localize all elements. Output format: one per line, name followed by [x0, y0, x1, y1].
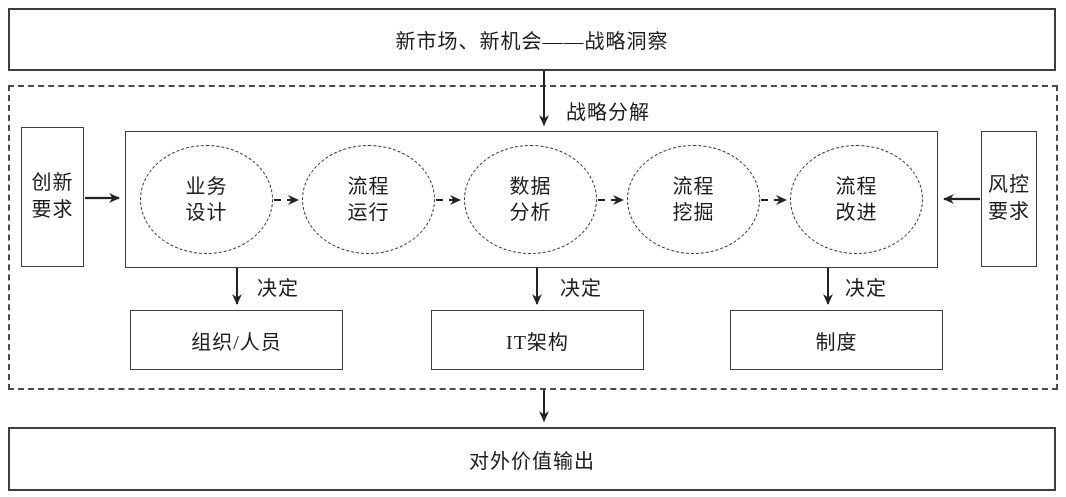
ellipse-label-line: 挖掘	[672, 201, 715, 224]
ellipse-process-improvement: 流程 改进	[790, 145, 923, 254]
outcome-label: IT架构	[506, 331, 569, 354]
risk-label-line: 风控	[988, 174, 1030, 196]
decide-label-2: 决定	[560, 278, 602, 300]
innovation-label-line: 创新	[31, 172, 74, 194]
decide-label-1: 决定	[257, 278, 299, 300]
ellipse-process-mining: 流程 挖掘	[627, 145, 760, 254]
strategy-dashed-container	[8, 85, 1058, 390]
ellipse-process-operation: 流程 运行	[302, 145, 435, 254]
top-banner-box: 新市场、新机会——战略洞察	[8, 8, 1056, 71]
outcome-box-institution: 制度	[730, 310, 943, 370]
outcome-box-organization: 组织/人员	[130, 310, 343, 370]
ellipse-label-line: 流程	[835, 175, 878, 198]
innovation-requirement-box: 创新 要求	[21, 127, 84, 267]
outcome-label: 组织/人员	[191, 331, 282, 354]
risk-control-requirement-box: 风控 要求	[981, 131, 1037, 267]
bottom-output-box: 对外价值输出	[8, 427, 1056, 491]
ellipse-label-line: 分析	[509, 201, 552, 224]
ellipse-label-line: 设计	[185, 201, 228, 224]
ellipse-label-line: 改进	[835, 201, 878, 224]
ellipse-business-design: 业务 设计	[140, 145, 273, 254]
strategy-decompose-label: 战略分解	[566, 102, 650, 124]
ellipse-label-line: 数据	[509, 175, 552, 198]
ellipse-label-line: 业务	[185, 175, 228, 198]
outcome-box-it-architecture: IT架构	[431, 310, 644, 370]
decide-label-3: 决定	[845, 278, 887, 300]
innovation-label-line: 要求	[31, 199, 74, 221]
ellipse-label-line: 流程	[347, 175, 390, 198]
bottom-output-label: 对外价值输出	[469, 450, 595, 473]
ellipse-label-line: 运行	[347, 201, 390, 224]
outcome-label: 制度	[815, 331, 858, 354]
risk-label-line: 要求	[988, 201, 1030, 223]
ellipse-label-line: 流程	[672, 175, 715, 198]
ellipse-data-analysis: 数据 分析	[464, 145, 597, 254]
top-banner-label: 新市场、新机会——战略洞察	[395, 31, 669, 53]
